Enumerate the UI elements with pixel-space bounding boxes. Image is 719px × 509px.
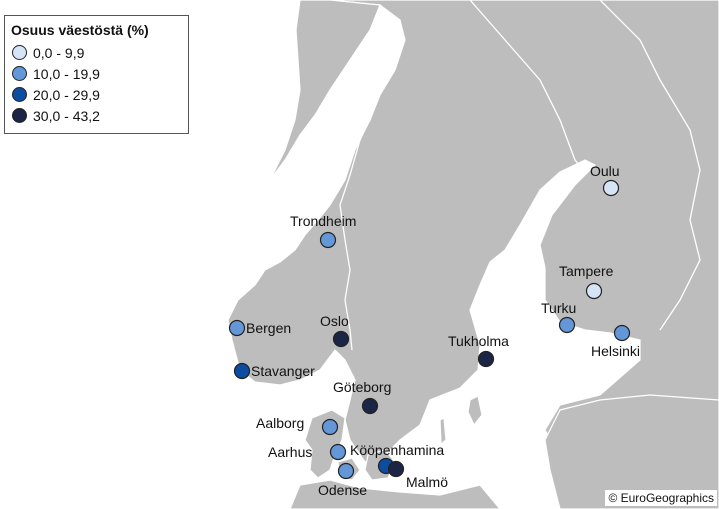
- baltic-states: [544, 394, 719, 509]
- city-label: Helsinki: [591, 343, 640, 359]
- legend-label: 0,0 - 9,9: [33, 44, 85, 61]
- city-label: Odense: [318, 482, 367, 498]
- city-label: Aalborg: [256, 415, 304, 431]
- city-label: Tampere: [559, 263, 614, 279]
- city-label: Göteborg: [333, 379, 391, 395]
- city-label: Trondheim: [290, 213, 356, 229]
- city-marker: [477, 350, 495, 368]
- country-borders: [339, 0, 701, 351]
- southern-land: [289, 479, 501, 509]
- legend: Osuus väestöstä (%) 0,0 - 9,9 10,0 - 19,…: [4, 15, 189, 134]
- city-label: Bergen: [246, 320, 291, 336]
- legend-title: Osuus väestöstä (%): [11, 22, 149, 38]
- legend-swatch: [12, 108, 27, 123]
- legend-label: 10,0 - 19,9: [33, 65, 100, 82]
- sweden-finland-border: [469, 0, 586, 173]
- city-marker: [228, 319, 246, 337]
- city-marker: [233, 362, 251, 380]
- legend-swatch: [12, 66, 27, 81]
- scandinavia-landmass: [227, 0, 719, 481]
- gotland: [467, 395, 483, 427]
- city-label: Turku: [541, 300, 576, 316]
- city-label: Tukholma: [448, 333, 509, 349]
- city-marker: [332, 330, 350, 348]
- city-marker: [558, 316, 576, 334]
- city-marker: [387, 460, 405, 478]
- legend-row: 10,0 - 19,9: [11, 63, 182, 84]
- legend-row: 0,0 - 9,9: [11, 42, 182, 63]
- finland-russia-border: [599, 0, 701, 331]
- city-marker: [319, 231, 337, 249]
- city-marker: [361, 397, 379, 415]
- legend-label: 20,0 - 29,9: [33, 86, 100, 103]
- city-marker: [585, 282, 603, 300]
- city-marker: [337, 462, 355, 480]
- city-label: Oulu: [590, 163, 620, 179]
- city-marker: [329, 443, 347, 461]
- city-label: Stavanger: [251, 363, 315, 379]
- copyright-notice: © EuroGeographics: [605, 490, 717, 506]
- legend-label: 30,0 - 43,2: [33, 107, 100, 124]
- oland: [439, 417, 447, 446]
- legend-row: 30,0 - 43,2: [11, 105, 182, 126]
- city-marker: [321, 418, 339, 436]
- city-label: Aarhus: [268, 444, 312, 460]
- northern-coast: [269, 0, 381, 181]
- legend-row: 20,0 - 29,9: [11, 84, 182, 105]
- city-marker: [613, 324, 631, 342]
- city-marker: [602, 179, 620, 197]
- city-label: Oslo: [320, 313, 349, 329]
- city-label: Malmö: [406, 474, 448, 490]
- norway-sweden-border: [339, 19, 401, 351]
- city-label: Kööpenhamina: [350, 442, 444, 458]
- legend-swatch: [12, 87, 27, 102]
- legend-swatch: [12, 45, 27, 60]
